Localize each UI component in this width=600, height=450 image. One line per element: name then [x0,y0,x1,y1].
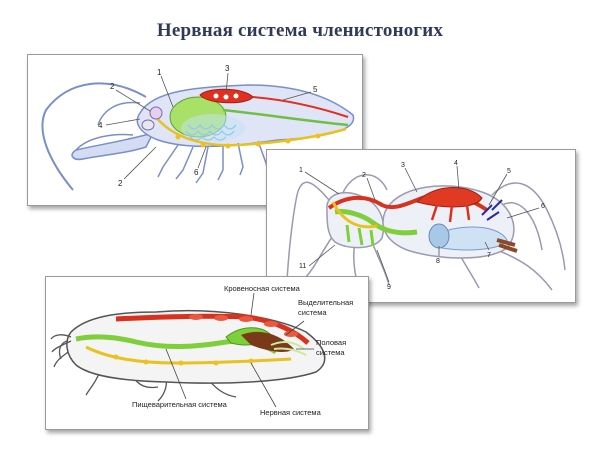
gill-chamber [181,114,245,142]
spider-diagram: 1 2 3 4 5 6 11 9 8 7 [286,160,566,291]
head-ganglion [149,106,163,120]
spider-label-3: 3 [401,162,405,169]
malpighian-tubules [436,226,508,251]
label-digestive-system: Пищеварительная система [132,400,228,409]
artery [252,96,349,118]
label-reproductive-system-line1: Половая [316,338,346,347]
claw-pincer [75,133,134,151]
spider-label-7: 7 [487,252,491,259]
antenna-short [97,101,141,126]
label-3: 3 [225,64,230,73]
label-excretory-system-line1: Выделительная [298,298,353,307]
green-gland [141,119,155,131]
spider-label-8: 8 [436,258,440,265]
heart-ostia [213,93,239,100]
label-6: 6 [194,168,199,177]
leader-lines [105,72,312,180]
label-4: 4 [98,121,103,130]
spider-label-4: 4 [454,160,458,167]
insect-mouthparts [50,334,72,353]
insect-diagram-panel: Кровеносная система Выделительная систем… [45,276,369,430]
spider-gut [334,209,418,236]
spider-diagram-panel: 1 2 3 4 5 6 11 9 8 7 [266,149,576,303]
reproductive-organ [241,331,294,352]
spinnerets [496,238,518,253]
page-title: Нервная система членистоногих [156,20,444,41]
insect-leader-lines [165,292,314,408]
spider-label-9: 9 [387,284,391,291]
label-circulatory-system: Кровеносная система [224,284,301,293]
ganglia [175,133,321,149]
insect-ganglia [113,354,254,366]
label-excretory-system-line2: система [298,308,327,317]
gut-branches [345,224,375,247]
spider-nerve-mass [331,201,378,229]
ventral-nerve-cord [85,345,292,365]
heart-tube [416,186,483,208]
spider-label-11: 11 [299,263,306,270]
claw [71,131,155,161]
label-5: 5 [313,85,318,94]
label-reproductive-system-line2: система [316,348,345,357]
spider-label-5: 5 [507,168,511,175]
spider-label-1: 1 [299,167,303,174]
label-2b: 2 [118,179,123,188]
label-nervous-system: Нервная система [260,408,322,417]
spider-label-2: 2 [362,172,366,179]
antenna [41,82,147,191]
heart-vessels [430,204,471,223]
crayfish-diagram-panel: 1 2 3 4 5 2 6 [27,54,363,206]
label-2: 2 [110,82,115,91]
nerve-branches-posterior [481,199,503,221]
insect-diagram: Кровеносная система Выделительная систем… [50,284,353,417]
crayfish-diagram: 1 2 3 4 5 2 6 [41,64,355,191]
spider-label-6: 6 [541,203,545,210]
intestine [222,108,349,127]
legs [157,140,269,184]
vessel-chambers [189,314,298,337]
lung [428,223,450,249]
label-1: 1 [157,68,162,77]
cephalothorax [326,191,385,249]
spider-leader-lines [304,165,540,283]
malpighian-vessels [270,341,307,356]
